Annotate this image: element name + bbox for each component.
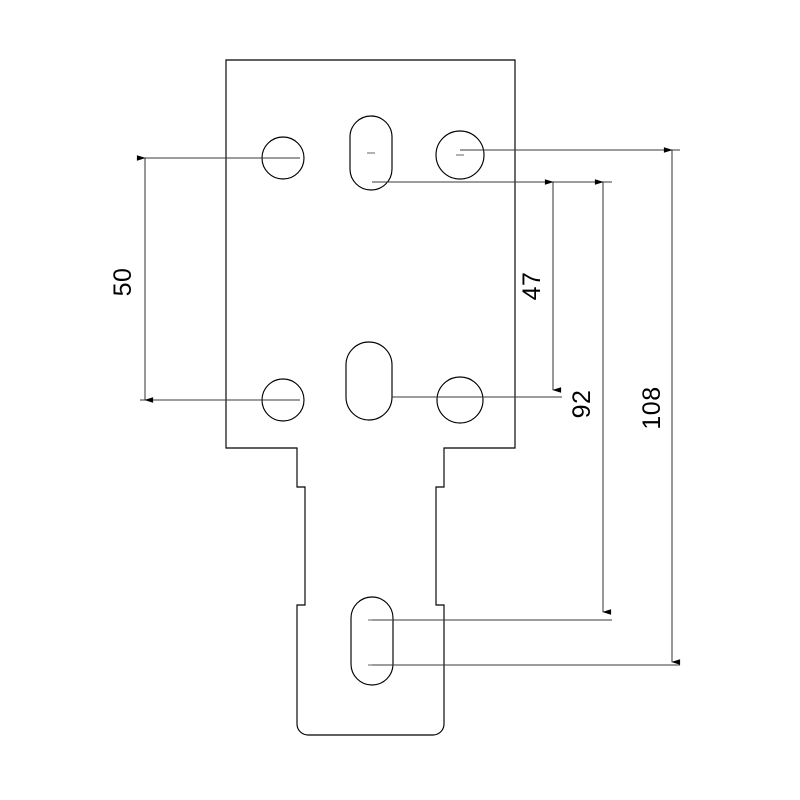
bracket-outline xyxy=(225,59,516,736)
hole-upper-right xyxy=(435,130,485,180)
dim-text-50: 50 xyxy=(109,268,137,297)
slot-upper xyxy=(349,115,393,191)
dim-text-92: 92 xyxy=(568,390,596,419)
part-outline-group xyxy=(225,59,516,736)
slot-bottom xyxy=(350,596,394,686)
dimension-text-group: 50 47 92 108 xyxy=(109,268,666,430)
extension-lines-group xyxy=(140,149,680,666)
dimension-lines-group xyxy=(136,147,681,665)
dim-text-47: 47 xyxy=(518,272,546,301)
hole-lower-right xyxy=(436,376,484,424)
slot-middle xyxy=(345,341,393,421)
dim-text-108: 108 xyxy=(638,386,666,429)
